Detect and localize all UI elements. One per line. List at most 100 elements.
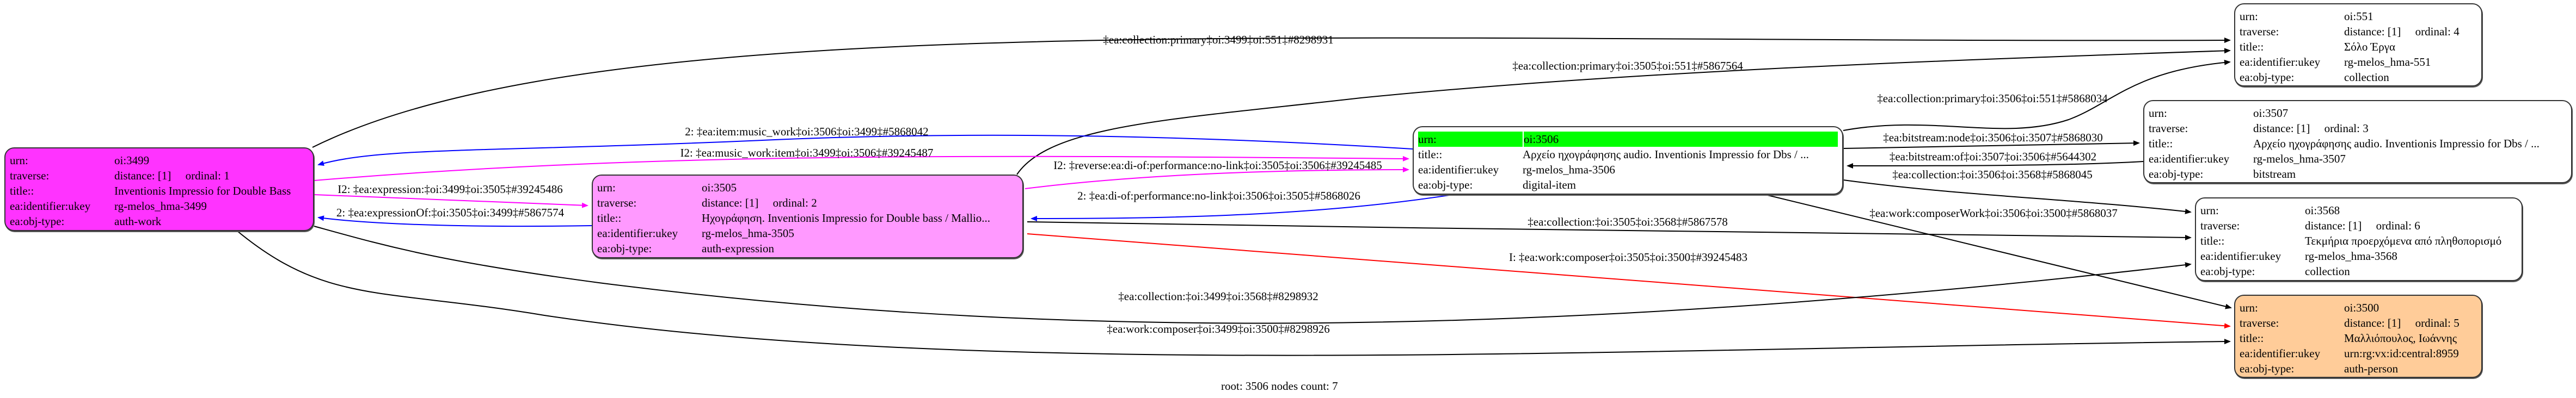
edge-line [1027, 233, 2231, 329]
field-value: bitstream [2253, 167, 2296, 181]
field-value: distance: [1] ordinal: 1 [114, 169, 230, 182]
edge-3499-to-3506: I2: ‡ea:music_work:item‡oi:3499‡oi:3506‡… [314, 146, 1409, 181]
edge-3505-to-3499: 2: ‡ea:expressionOf:‡oi:3505‡oi:3499‡#58… [317, 206, 592, 227]
field-value: Inventionis Impressio for Double Bass [114, 184, 291, 197]
node-field-traverse: traverse: distance: [1] ordinal: 5 [2240, 315, 2477, 331]
field-label: ea:identifier:ukey [2240, 55, 2321, 69]
edge-label: I: ‡ea:work:composer‡oi:3505‡oi:3500‡#39… [1509, 251, 1747, 264]
field-value: urn:rg:vx:id:central:8959 [2344, 347, 2459, 360]
node-field-type: ea:obj-type: collection [2200, 264, 2517, 279]
field-value: Μαλλιόπουλος, Ιωάννης [2344, 332, 2457, 345]
field-label: title:: [2149, 137, 2173, 150]
edge-3506-to-551: ‡ea:collection:primary‡oi:3506‡oi:551‡#5… [1843, 59, 2231, 131]
field-label: urn: [2200, 204, 2219, 217]
edge-label: I2: ‡ea:expression:‡oi:3499‡oi:3505‡#392… [338, 183, 563, 196]
field-label: ea:obj-type: [10, 215, 65, 228]
field-value: rg-melos_hma-3499 [114, 200, 207, 213]
edge-3499-to-3500: ‡ea:work:composer‡oi:3499‡oi:3500‡#82989… [237, 231, 2231, 356]
field-value: rg-melos_hma-3505 [702, 227, 794, 240]
node-field-ukey: ea:identifier:ukey urn:rg:vx:id:central:8… [2240, 346, 2477, 361]
field-value: distance: [1] ordinal: 3 [2253, 122, 2369, 135]
edge-3499-to-3568: ‡ea:collection:‡oi:3499‡oi:3568‡#8298932 [314, 226, 2192, 324]
field-value: Τεκμήρια προερχόμενα από πληθοπορισμό [2305, 234, 2502, 247]
edge-label: ‡ea:work:composerWork‡oi:3506‡oi:3500‡#5… [1869, 207, 2118, 220]
field-value: distance: [1] ordinal: 6 [2305, 219, 2420, 232]
node-field-urn: urn:oi:3506 [1418, 132, 1838, 147]
edge-label: 2: ‡ea:item:music_work‡oi:3506‡oi:3499‡#… [685, 125, 928, 138]
node-field-traverse: traverse: distance: [1] ordinal: 6 [2200, 218, 2517, 233]
field-value: digital-item [1523, 178, 1576, 191]
field-label: ea:obj-type: [2149, 167, 2204, 181]
edge-3505-to-551: ‡ea:collection:primary‡oi:3505‡oi:551‡#5… [1016, 48, 2231, 175]
field-label: traverse: [597, 196, 637, 209]
edge-label: ‡ea:collection:primary‡oi:3505‡oi:551‡#5… [1512, 59, 1743, 72]
node-field-urn: urn:oi:3568 [2200, 203, 2517, 218]
field-label: traverse: [10, 169, 50, 182]
field-label: title:: [2240, 332, 2264, 345]
edge-3505-to-3500: I: ‡ea:work:composer‡oi:3505‡oi:3500‡#39… [1027, 233, 2231, 329]
node-field-title: title::Inventionis Impressio for Double … [10, 183, 309, 198]
field-label: traverse: [2240, 316, 2279, 329]
field-label: title:: [2200, 234, 2225, 247]
field-label: title:: [10, 184, 34, 197]
field-value: collection [2305, 265, 2350, 278]
node-field-title: title::Τεκμήρια προερχόμενα από πληθοπορ… [2200, 233, 2517, 248]
field-label: ea:identifier:ukey [597, 227, 678, 240]
field-label: traverse: [2200, 219, 2240, 232]
field-value: oi:3506 [1524, 133, 1559, 146]
field-label: ea:identifier:ukey [2240, 347, 2321, 360]
edge-line [237, 231, 2231, 356]
node-field-type: ea:obj-type:auth-expression [597, 241, 1018, 256]
edge-line [1031, 194, 1453, 221]
field-label: ea:obj-type: [597, 242, 652, 255]
field-value: distance: [1] ordinal: 4 [2344, 25, 2460, 38]
node-field-type: ea:obj-type: auth-work [10, 214, 309, 229]
edge-3506-to-3505: 2: ‡ea:di-of:performance:no-link‡oi:3506… [1031, 189, 1453, 221]
field-label: traverse: [2149, 122, 2188, 135]
field-label: urn: [10, 154, 28, 167]
node-field-urn: urn: oi:3499 [10, 153, 309, 168]
field-value: oi:3499 [114, 154, 150, 167]
edge-3499-to-551: ‡ea:collection:primary‡oi:3499‡oi:551‡#8… [312, 33, 2231, 148]
field-label: title:: [597, 212, 622, 225]
field-label: ea:obj-type: [2240, 71, 2295, 84]
edge-label: I2: ‡reverse:ea:di-of:performance:no-lin… [1053, 159, 1382, 172]
field-value: Αρχείο ηχογράφησης audio. Inventionis Im… [2253, 137, 2540, 150]
field-label: ea:obj-type: [2200, 265, 2255, 278]
edge-3506-to-3507: ‡ea:bitstream:node‡oi:3506‡oi:3507‡#5868… [1843, 131, 2140, 149]
node-3499[interactable]: urn: oi:3499 traverse: distance: [1] ordina… [4, 147, 314, 231]
edge-label: 2: ‡ea:expressionOf:‡oi:3505‡oi:3499‡#58… [336, 206, 565, 219]
edge-3506-to-3568: ‡ea:collection:‡oi:3506‡oi:3568‡#5868045 [1843, 168, 2192, 214]
field-value: rg-melos_hma-551 [2344, 55, 2431, 69]
field-value: distance: [1] ordinal: 5 [2344, 316, 2460, 329]
field-label: ea:identifier:ukey [1418, 163, 1499, 176]
edge-line [317, 134, 1413, 166]
field-value: Αρχείο ηχογράφησης audio. Inventionis Im… [1523, 148, 1809, 161]
edge-label: ‡ea:bitstream:node‡oi:3506‡oi:3507‡#5868… [1883, 131, 2103, 144]
field-value: auth-work [114, 215, 162, 228]
node-field-traverse: traverse: distance: [1] ordinal: 1 [10, 168, 309, 183]
node-field-type: ea:obj-type: bitstream [2149, 166, 2567, 182]
field-value: oi:3500 [2344, 301, 2379, 314]
edge-label: ‡ea:collection:‡oi:3506‡oi:3568‡#5868045 [1892, 168, 2092, 181]
edge-3505-to-3568: ‡ea:collection:‡oi:3505‡oi:3568‡#5867578 [1027, 215, 2192, 240]
field-value: collection [2344, 71, 2389, 84]
edge-3499-to-3505: I2: ‡ea:expression:‡oi:3499‡oi:3505‡#392… [314, 183, 588, 208]
field-value: Σόλο Έργα [2344, 40, 2395, 53]
edge-line [1843, 179, 2192, 214]
field-value: oi:551 [2344, 10, 2373, 23]
edge-line [1025, 167, 1409, 189]
field-value: rg-melos_hma-3568 [2305, 250, 2397, 263]
node-field-title: title::Σόλο Έργα [2240, 39, 2477, 54]
